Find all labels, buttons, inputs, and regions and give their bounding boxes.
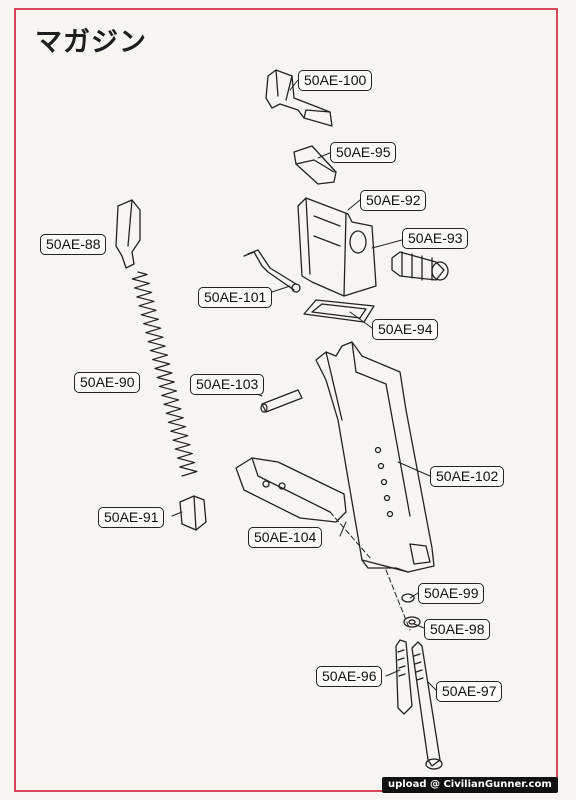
part-90-spring [131, 271, 198, 477]
label-50ae-102: 50AE-102 [430, 466, 505, 487]
label-50ae-88: 50AE-88 [40, 234, 107, 255]
part-103-pin [260, 389, 303, 413]
part-93-valve [391, 251, 449, 281]
label-50ae-101: 50AE-101 [198, 287, 273, 308]
part-92-valve-housing [297, 197, 377, 297]
label-50ae-104: 50AE-104 [248, 527, 323, 548]
part-91 [179, 495, 207, 531]
part-95 [293, 145, 337, 185]
page-title: マガジン [35, 27, 147, 58]
label-50ae-95: 50AE-95 [330, 142, 397, 163]
label-50ae-94: 50AE-94 [372, 319, 439, 340]
label-50ae-93: 50AE-93 [402, 228, 469, 249]
part-99-washer [401, 593, 415, 603]
label-50ae-100: 50AE-100 [298, 70, 373, 91]
part-96-screw [395, 639, 413, 715]
part-104-base-plate [235, 457, 347, 523]
label-50ae-98: 50AE-98 [424, 619, 491, 640]
label-50ae-91: 50AE-91 [98, 507, 165, 528]
part-94-gasket [303, 299, 375, 323]
label-50ae-90: 50AE-90 [74, 372, 141, 393]
part-101 [243, 249, 301, 293]
part-102-magazine-body [315, 341, 435, 573]
watermark: upload @ CivilianGunner.com [382, 777, 558, 793]
part-100-follower [265, 69, 333, 127]
label-50ae-92: 50AE-92 [360, 190, 427, 211]
page-frame [14, 8, 558, 792]
part-88 [115, 199, 141, 269]
label-50ae-103: 50AE-103 [190, 374, 265, 395]
label-50ae-96: 50AE-96 [316, 666, 383, 687]
label-50ae-97: 50AE-97 [436, 681, 503, 702]
part-97-screw [411, 641, 443, 770]
part-98-ring [403, 616, 421, 628]
leader-lines [171, 79, 437, 691]
label-50ae-99: 50AE-99 [418, 583, 485, 604]
